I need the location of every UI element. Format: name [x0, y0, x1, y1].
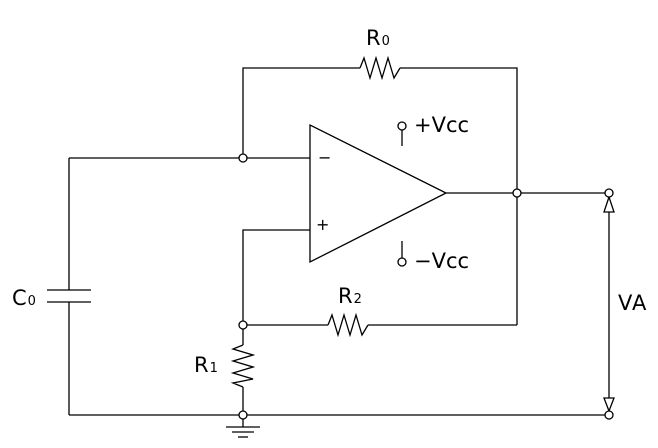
- resistor-r0: [359, 55, 401, 81]
- va-arrowhead-top: [603, 194, 615, 213]
- junction-output: [512, 188, 522, 198]
- resistor-r2: [327, 312, 369, 338]
- opamp-minus-sign: −: [318, 148, 331, 167]
- label-vcc-positive: +Vcc: [414, 113, 469, 137]
- wire-r0-left: [242, 67, 360, 158]
- label-va: VA: [618, 291, 647, 315]
- label-c0: C0: [12, 286, 36, 310]
- terminal-vcc-positive: [397, 121, 407, 131]
- junction-inverting: [238, 153, 248, 163]
- terminal-output-bottom: [604, 410, 614, 420]
- label-r2: R2: [338, 284, 362, 308]
- opamp-triangle: [309, 123, 448, 264]
- wire-noninverting-input: [242, 229, 310, 345]
- resistor-r1: [230, 344, 256, 388]
- label-vcc-negative: −Vcc: [414, 249, 469, 273]
- junction-r1-r2: [238, 320, 248, 330]
- terminal-vcc-negative: [397, 257, 407, 267]
- opamp-plus-sign: +: [316, 215, 329, 234]
- junction-ground: [238, 410, 248, 420]
- label-r0: R0: [366, 26, 390, 50]
- va-arrowhead-bottom: [603, 397, 615, 413]
- ground-icon: [226, 426, 260, 438]
- wire-r0-right: [400, 67, 518, 325]
- label-r1: R1: [194, 353, 218, 377]
- terminal-output-top: [604, 188, 614, 198]
